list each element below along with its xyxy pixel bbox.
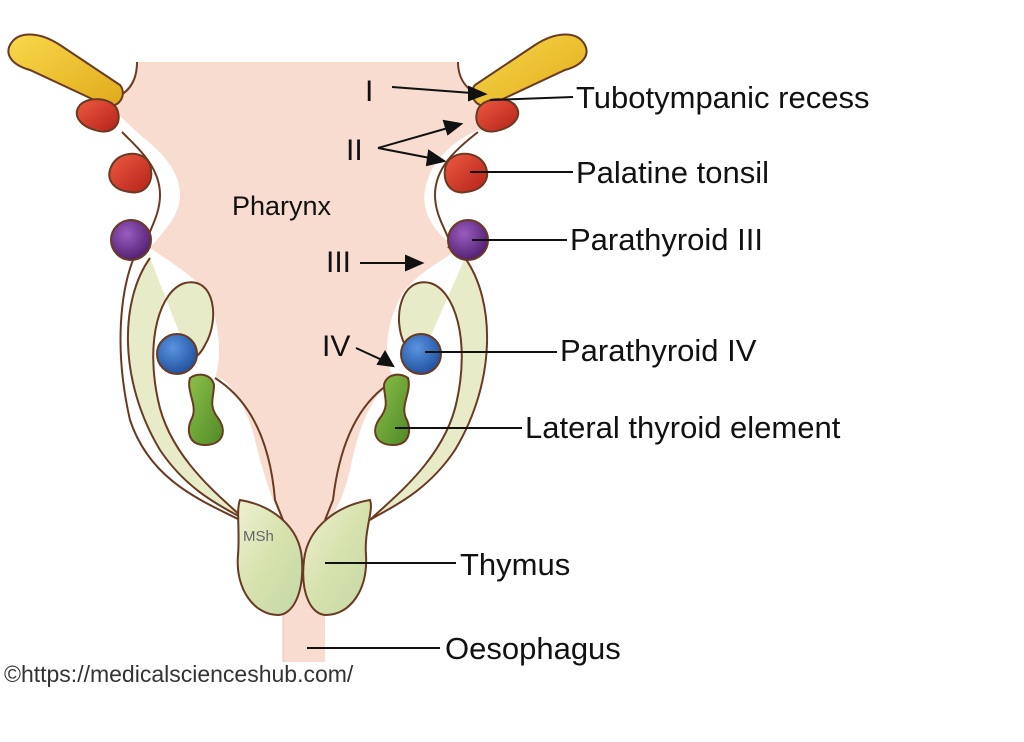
left-thymus-lobe	[236, 498, 304, 617]
right-tubotympanic-recess	[471, 33, 588, 107]
arrow-iv	[355, 347, 383, 361]
arrowhead-i	[468, 85, 488, 102]
leader-lines	[307, 96, 574, 649]
arrow-i	[391, 86, 473, 94]
msh-label: MSh	[243, 528, 274, 545]
parathyroid-iv-label: Parathyroid IV	[560, 333, 757, 368]
palatine-tonsil-label: Palatine tonsil	[576, 155, 769, 190]
parathyroid-iii-label: Parathyroid III	[570, 222, 763, 257]
right-upper-red-pouch	[475, 98, 520, 133]
left-inner-wall	[214, 377, 284, 521]
lateral-thyroid-element-label: Lateral thyroid element	[525, 410, 841, 445]
pharynx-label: Pharynx	[232, 191, 332, 221]
left-pouch-iii-loop	[126, 257, 246, 521]
right-thymus-lobe	[302, 498, 372, 617]
left-palatine-tonsil	[108, 152, 153, 194]
right-palatine-tonsil	[443, 152, 489, 194]
left-parathyroid-iii	[110, 219, 152, 261]
left-tubotympanic-recess	[7, 33, 124, 107]
arrowhead-ii-upper	[442, 119, 464, 136]
left-upper-red-pouch	[75, 98, 120, 133]
right-inner-wall	[324, 379, 396, 521]
right-parathyroid-iv	[400, 333, 442, 375]
arrowhead-ii-lower	[425, 149, 447, 167]
arrowhead-iv	[376, 350, 395, 368]
pharynx	[114, 62, 502, 520]
left-parathyroid-iv	[156, 333, 198, 375]
left-lateral-thyroid-element	[187, 373, 224, 447]
right-pouch-iii-loop	[369, 257, 489, 521]
pouch-iii-label: III	[326, 246, 351, 279]
thymus-label: Thymus	[460, 547, 570, 582]
pouch-i-label: I	[365, 75, 373, 108]
leader-tubotympanic	[489, 96, 574, 101]
credit-text: ©https://medicalscienceshub.com/	[4, 661, 354, 687]
tubotympanic-recess-label: Tubotympanic recess	[576, 80, 869, 115]
pouch-ii-label: II	[346, 134, 363, 167]
pouch-iv-label: IV	[322, 330, 350, 363]
arrow-ii-upper	[377, 127, 449, 149]
oesophagus-label: Oesophagus	[445, 631, 621, 666]
arrow-ii-lower	[377, 147, 431, 159]
pouch-arrows	[355, 85, 488, 368]
arrowhead-iii	[405, 254, 425, 272]
